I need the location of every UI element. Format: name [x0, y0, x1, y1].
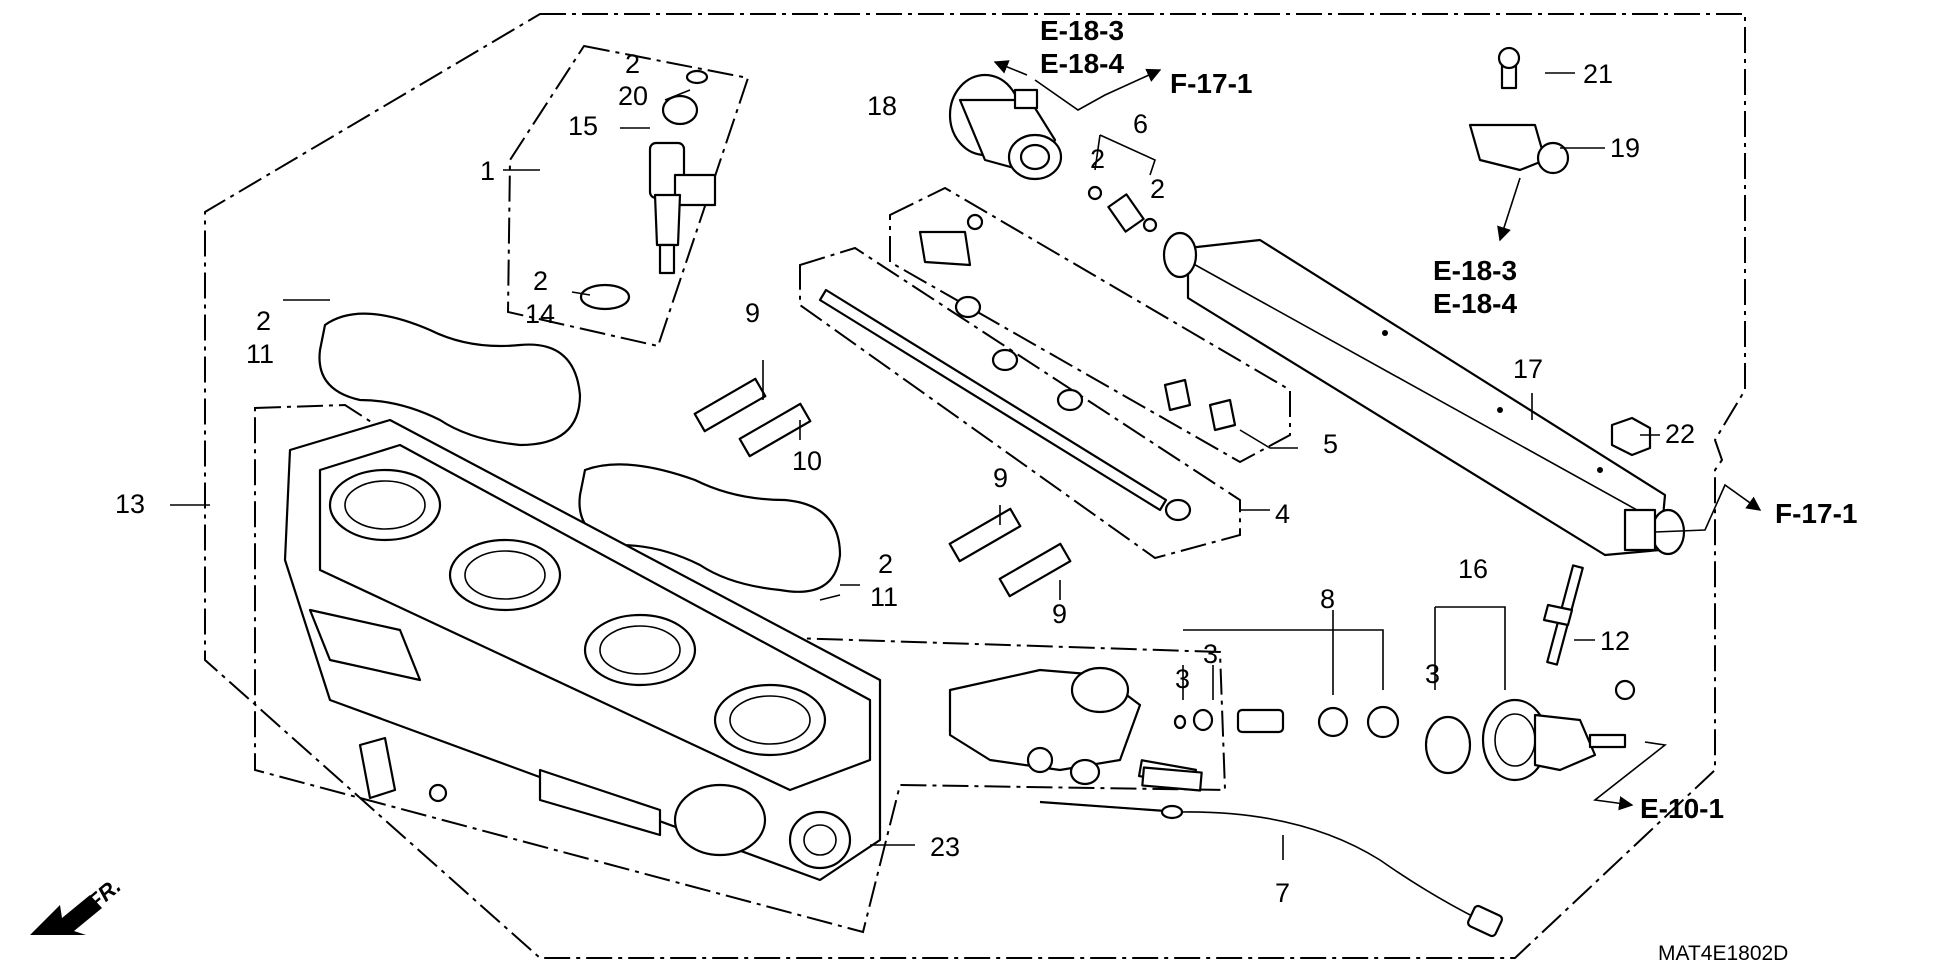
pressure-regulator [948, 73, 1063, 181]
front-direction-arrow: FR. [30, 873, 126, 935]
ref-e-18-4-right: E-18-4 [1433, 288, 1517, 319]
label-part-1: 1 [480, 156, 495, 186]
label-part-2-injector-top: 2 [625, 49, 640, 79]
injector-group-boundary [506, 44, 750, 348]
label-part-17: 17 [1513, 354, 1543, 384]
fuel-injector [579, 69, 717, 311]
label-part-9-upper: 9 [745, 298, 760, 328]
link-kit-boundary [889, 186, 1291, 464]
screw-23 [1141, 766, 1203, 792]
label-part-10: 10 [792, 446, 822, 476]
label-part-2-hose-right: 2 [1150, 174, 1165, 204]
springs [693, 377, 1072, 598]
label-part-11-upper: 11 [246, 339, 274, 369]
fuel-hose [1087, 185, 1158, 233]
label-part-3-c: 3 [1425, 659, 1440, 689]
label-part-3-a: 3 [1175, 664, 1190, 694]
label-part-20: 20 [618, 81, 648, 111]
label-part-13: 13 [115, 489, 145, 519]
clip [358, 736, 397, 800]
label-part-7: 7 [1275, 878, 1290, 908]
stud-bolt [1542, 564, 1584, 666]
label-part-15: 15 [568, 111, 598, 141]
label-part-6: 6 [1133, 109, 1148, 139]
label-part-2-gasket-upper: 2 [256, 306, 271, 336]
gasket-upper [318, 312, 582, 447]
throttle-cable [1039, 800, 1504, 938]
label-part-9-lower: 9 [1052, 599, 1067, 629]
diagram-code: MAT4E1802D [1658, 942, 1788, 965]
label-part-2-injector-bottom: 2 [533, 266, 548, 296]
link-parts [918, 213, 1237, 432]
label-part-5: 5 [1323, 429, 1338, 459]
label-part-19: 19 [1610, 133, 1640, 163]
ref-f-17-1-top: F-17-1 [1170, 68, 1252, 99]
shaft-kit-boundary [799, 246, 1241, 560]
label-part-4: 4 [1275, 499, 1290, 529]
label-part-2-gasket-lower: 2 [878, 549, 893, 579]
ref-f-17-1-right: F-17-1 [1775, 498, 1857, 529]
label-part-14: 14 [525, 299, 555, 329]
label-part-23: 23 [930, 832, 960, 862]
screw [428, 783, 448, 803]
label-part-18: 18 [867, 91, 897, 121]
label-part-22: 22 [1665, 419, 1695, 449]
ref-e-18-4-top: E-18-4 [1040, 48, 1124, 79]
shaft-washer [1164, 498, 1192, 522]
fuel-rail [1162, 231, 1686, 557]
label-part-21: 21 [1583, 59, 1613, 89]
fast-idle-thermo [1481, 698, 1627, 782]
label-part-3-b: 3 [1203, 639, 1218, 669]
map-sensor [1468, 46, 1570, 175]
ref-e-10-1: E-10-1 [1640, 793, 1724, 824]
label-part-9-middle: 9 [993, 463, 1008, 493]
gasket-lower [578, 463, 842, 593]
assembly-boundary [204, 13, 1746, 959]
throttle-shaft [818, 288, 1168, 512]
label-part-16: 16 [1458, 554, 1488, 584]
label-part-12: 12 [1600, 626, 1630, 656]
nut [1610, 416, 1652, 457]
label-part-8: 8 [1320, 584, 1335, 614]
bolt [1614, 679, 1636, 701]
o-ring [1424, 715, 1472, 775]
idle-air-control [948, 666, 1400, 787]
throttle-body [283, 418, 882, 882]
label-part-2-hose-left: 2 [1090, 144, 1105, 174]
ref-e-18-3-top: E-18-3 [1040, 15, 1124, 46]
label-part-11-lower: 11 [870, 582, 898, 612]
ref-e-18-3-right: E-18-3 [1433, 255, 1517, 286]
